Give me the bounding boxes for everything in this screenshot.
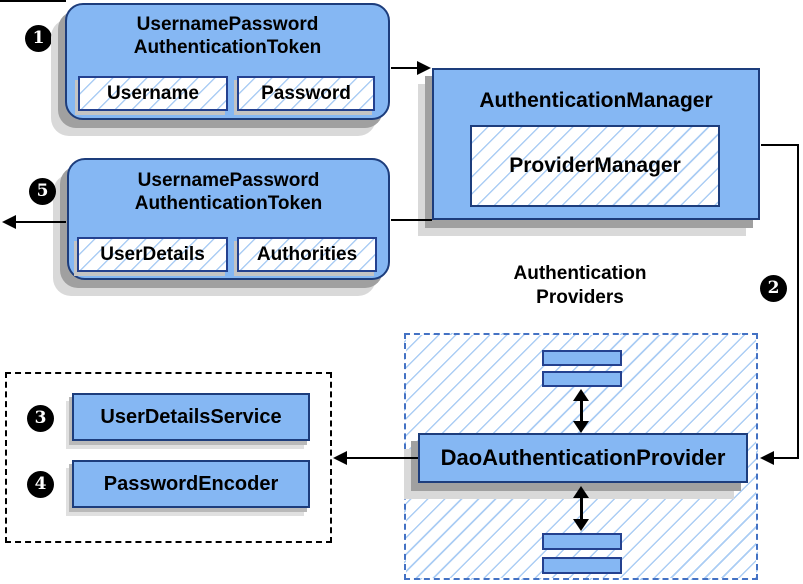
authorities-field-box: Authorities: [237, 237, 377, 272]
step-3-badge: 3: [27, 405, 54, 432]
username-password-token-request-box: UsernamePassword AuthenticationToken Use…: [65, 3, 390, 120]
password-encoder-box: PasswordEncoder: [72, 460, 310, 508]
flow-line-manager-to-token-response: [391, 219, 432, 221]
double-arrow-bottom-up-head: [573, 486, 589, 498]
flow-line-step2-vertical: [797, 144, 799, 459]
provider-placeholder-bar-top-1: [542, 350, 622, 366]
step-1-badge: 1: [25, 25, 52, 52]
step-4-badge: 4: [27, 471, 54, 498]
username-field-box: Username: [78, 76, 228, 111]
double-arrow-bottom-down-head: [573, 519, 589, 531]
flow-line-step2-horizontal-bottom: [774, 457, 799, 459]
flow-line-step5-out: [14, 221, 66, 223]
authentication-providers-label-line2: Providers: [536, 287, 624, 308]
provider-placeholder-bar-top-2: [542, 371, 622, 387]
provider-placeholder-bar-bottom-2: [542, 557, 622, 574]
services-container: [5, 372, 332, 543]
username-password-token-response-box: UsernamePassword AuthenticationToken Use…: [67, 158, 390, 280]
token-request-title-line1: UsernamePassword: [136, 14, 319, 35]
step-5-badge: 5: [29, 178, 56, 205]
double-arrow-bottom-line: [580, 494, 583, 522]
arrowhead-into-services-container: [333, 451, 347, 465]
token-response-title-line2: AuthenticationToken: [134, 193, 323, 214]
password-field-box: Password: [237, 76, 375, 111]
step-2-badge: 2: [760, 275, 787, 302]
flow-line-dao-to-services: [340, 457, 418, 459]
token-request-title-line2: AuthenticationToken: [133, 37, 322, 58]
double-arrow-top-up-head: [573, 389, 589, 401]
dao-authentication-provider-box: DaoAuthenticationProvider: [418, 433, 748, 483]
token-response-title-line1: UsernamePassword: [137, 170, 320, 191]
flow-line-step1-in: [0, 0, 66, 2]
flow-line-step2-horizontal-top: [761, 144, 799, 146]
arrowhead-into-dao-provider: [760, 451, 774, 465]
user-details-field-box: UserDetails: [77, 237, 228, 272]
authentication-manager-title: AuthenticationManager: [479, 89, 713, 112]
provider-placeholder-bar-bottom-1: [542, 533, 622, 550]
authentication-providers-label: Authentication Providers: [455, 262, 705, 310]
double-arrow-top-down-head: [573, 421, 589, 433]
flow-line-token-to-manager: [391, 67, 420, 69]
arrowhead-step5-out: [2, 215, 16, 229]
user-details-service-box: UserDetailsService: [72, 393, 310, 441]
double-arrow-top-line: [580, 397, 583, 425]
arrowhead-into-authentication-manager: [417, 61, 431, 75]
authentication-providers-label-line1: Authentication: [513, 263, 647, 284]
authentication-manager-box: AuthenticationManager ProviderManager: [432, 68, 760, 220]
provider-manager-box: ProviderManager: [470, 125, 720, 207]
